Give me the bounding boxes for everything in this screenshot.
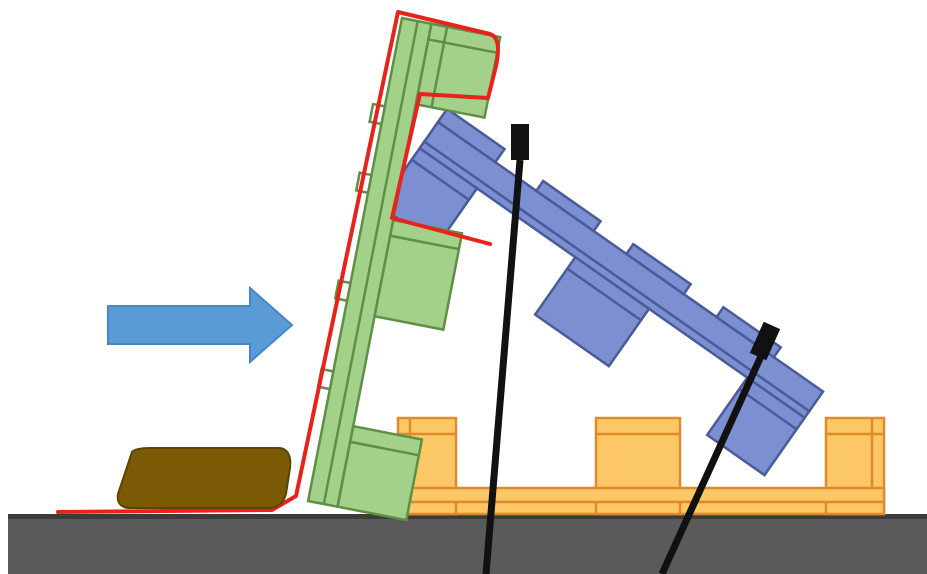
support-rod-right: [658, 321, 781, 574]
tilted-green-pallet: [306, 16, 502, 522]
ground-surface: [8, 514, 927, 574]
support-rod-left: [482, 124, 529, 574]
brown-pad: [116, 447, 292, 509]
push-direction-arrow: [107, 285, 294, 365]
orange-pallet-base: [396, 416, 886, 516]
gripper-outline: [56, 10, 500, 514]
